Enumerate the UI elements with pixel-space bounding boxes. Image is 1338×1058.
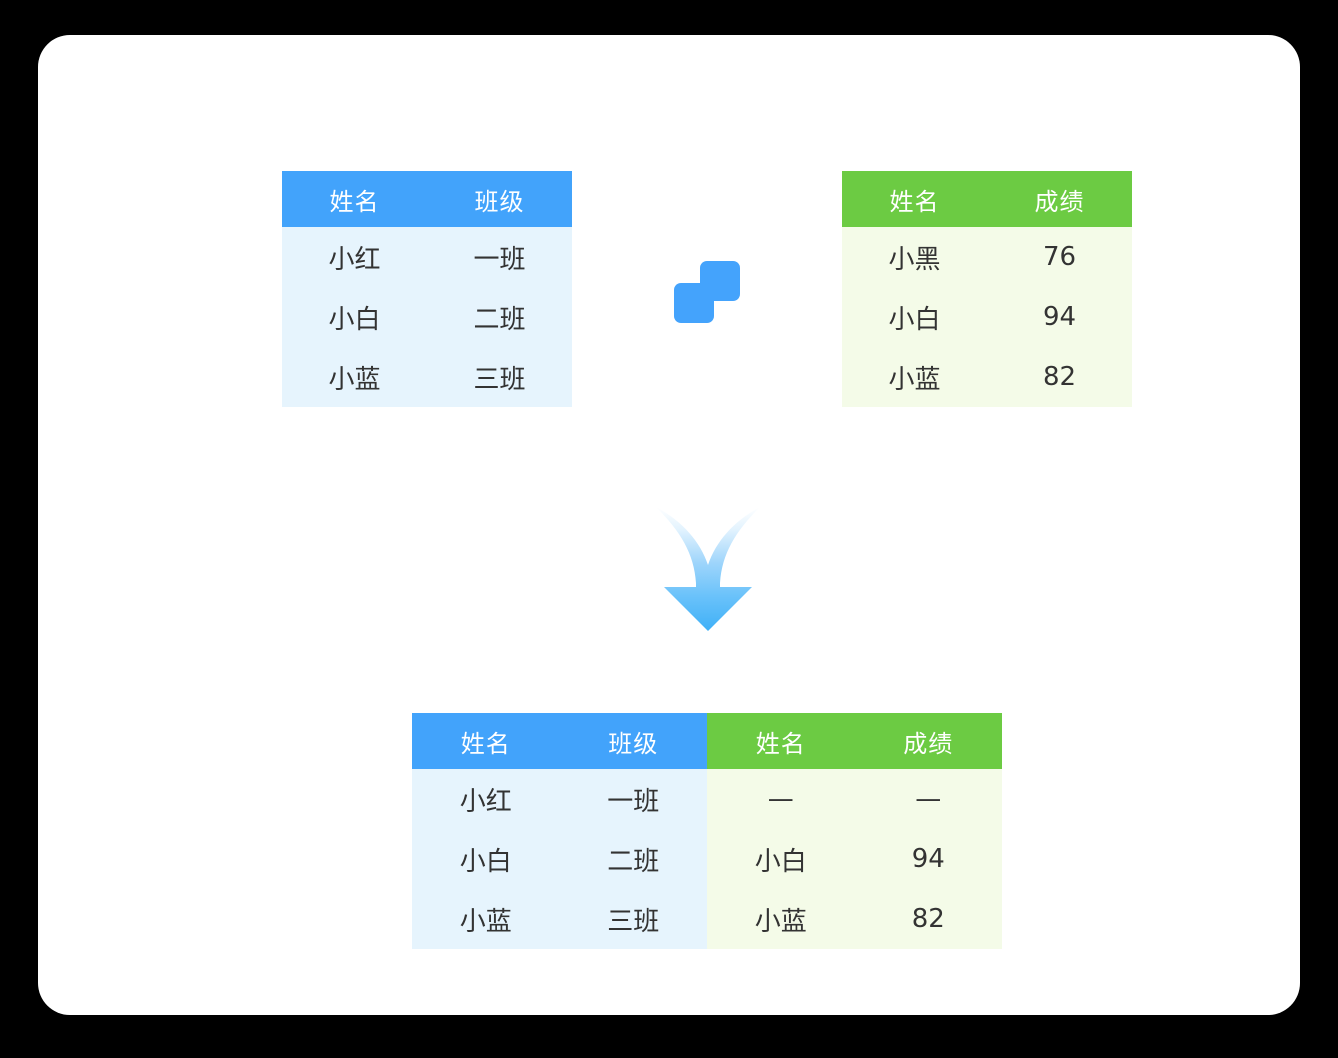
cell-score: 82 [987, 347, 1132, 407]
table-row: 小黑 76 [842, 227, 1132, 287]
column-header-name-right: 姓名 [707, 713, 855, 769]
cell-name: 小红 [282, 227, 427, 287]
merge-square-bottom-left [674, 283, 714, 323]
table-row: 小白 94 [842, 287, 1132, 347]
cell-name: 小白 [282, 287, 427, 347]
source-table-left: 姓名 班级 小红 一班 小白 二班 小蓝 三班 [282, 171, 572, 407]
column-header-class: 班级 [427, 171, 572, 227]
cell-name: 小蓝 [282, 347, 427, 407]
cell-name-left: 小红 [412, 769, 560, 829]
column-header-name: 姓名 [842, 171, 987, 227]
cell-name: 小蓝 [842, 347, 987, 407]
content-card: 姓名 班级 小红 一班 小白 二班 小蓝 三班 [38, 35, 1300, 1015]
column-header-class: 班级 [559, 713, 707, 769]
column-header-name-left: 姓名 [412, 713, 560, 769]
table-row: 小红 一班 — — [412, 769, 1002, 829]
cell-class: 二班 [559, 829, 707, 889]
column-header-score: 成绩 [987, 171, 1132, 227]
table-header-row: 姓名 班级 姓名 成绩 [412, 713, 1002, 769]
table-row: 小蓝 82 [842, 347, 1132, 407]
table-header-row: 姓名 班级 [282, 171, 572, 227]
cell-score: 76 [987, 227, 1132, 287]
cell-class: 二班 [427, 287, 572, 347]
cell-score: 82 [854, 889, 1002, 949]
cell-name-right: 小蓝 [707, 889, 855, 949]
source-table-right: 姓名 成绩 小黑 76 小白 94 小蓝 82 [842, 171, 1132, 407]
table-row: 小白 二班 小白 94 [412, 829, 1002, 889]
result-table-merged: 姓名 班级 姓名 成绩 小红 一班 — — 小白 二班 小白 94 [412, 713, 1002, 949]
cell-name: 小黑 [842, 227, 987, 287]
column-header-name: 姓名 [282, 171, 427, 227]
down-arrow-icon [650, 505, 766, 633]
cell-class: 一班 [559, 769, 707, 829]
cell-name-right: — [707, 769, 855, 829]
cell-score: — [854, 769, 1002, 829]
cell-name: 小白 [842, 287, 987, 347]
cell-name-left: 小蓝 [412, 889, 560, 949]
table-row: 小蓝 三班 小蓝 82 [412, 889, 1002, 949]
cell-score: 94 [987, 287, 1132, 347]
table-row: 小红 一班 [282, 227, 572, 287]
cell-name-left: 小白 [412, 829, 560, 889]
cell-class: 三班 [559, 889, 707, 949]
column-header-score: 成绩 [854, 713, 1002, 769]
table-row: 小蓝 三班 [282, 347, 572, 407]
cell-score: 94 [854, 829, 1002, 889]
cell-name-right: 小白 [707, 829, 855, 889]
cell-class: 一班 [427, 227, 572, 287]
merge-squares-icon [674, 261, 740, 323]
table-row: 小白 二班 [282, 287, 572, 347]
table-header-row: 姓名 成绩 [842, 171, 1132, 227]
cell-class: 三班 [427, 347, 572, 407]
